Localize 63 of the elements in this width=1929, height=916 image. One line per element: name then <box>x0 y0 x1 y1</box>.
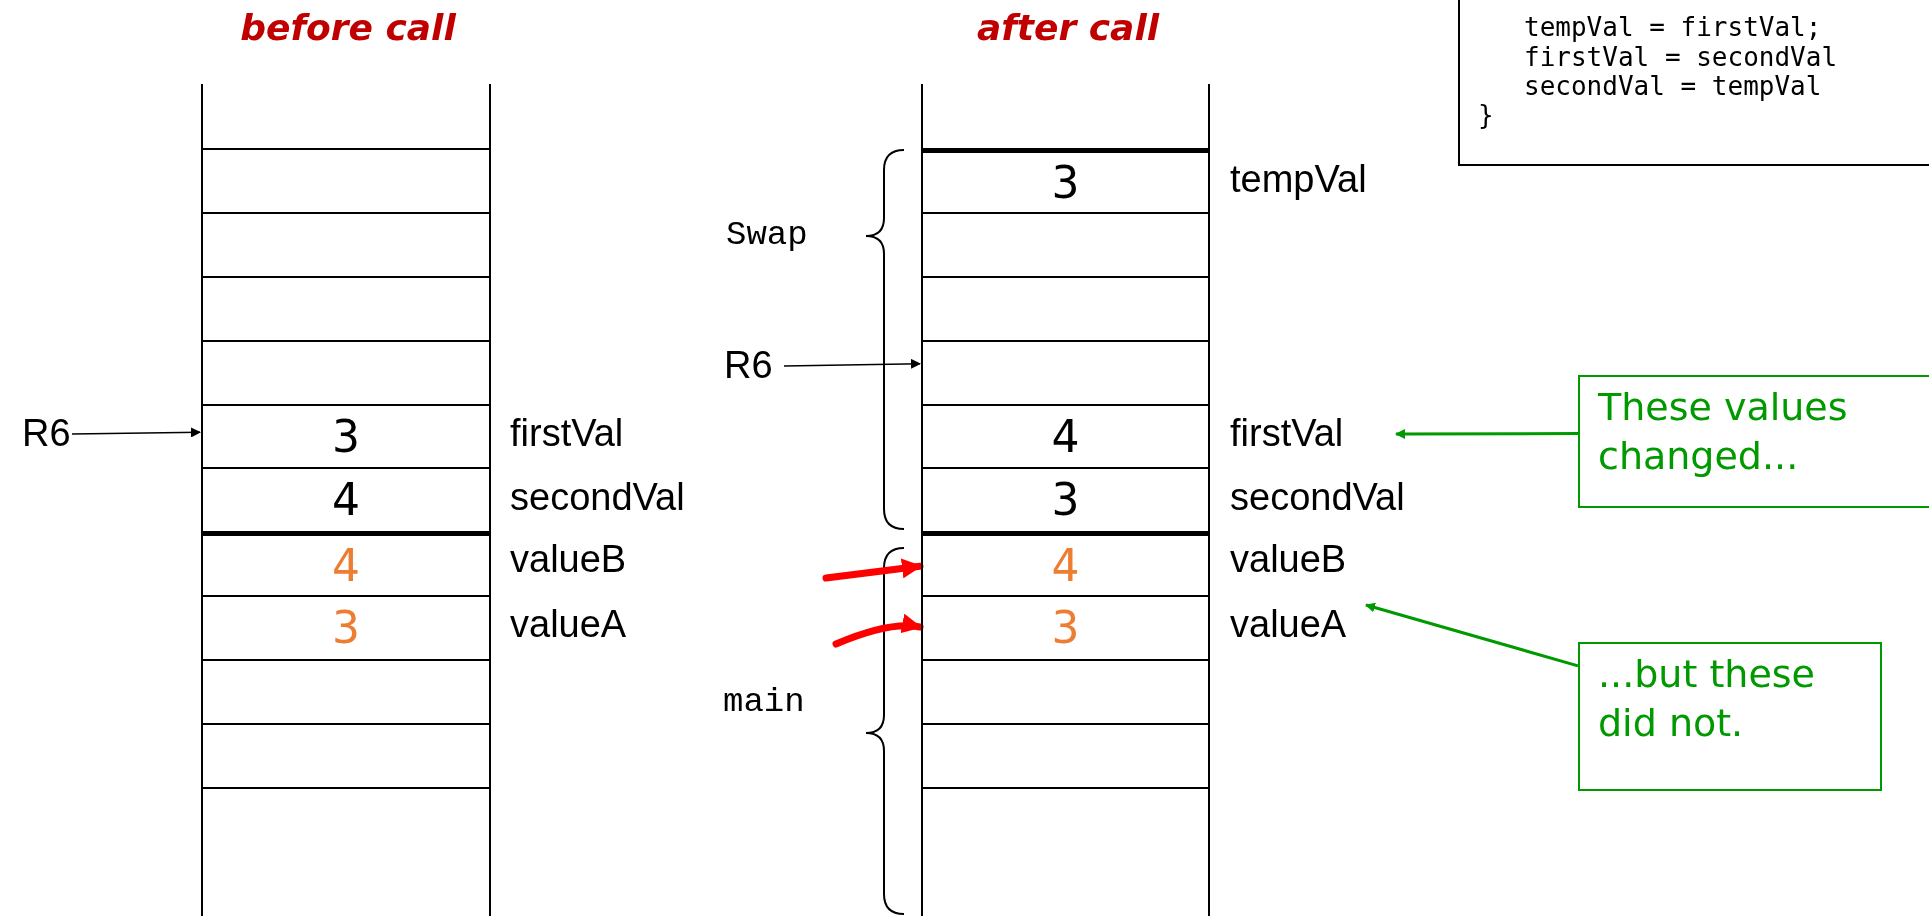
stack-cell <box>921 212 1210 276</box>
stack-value: 3 <box>332 606 360 650</box>
stack-cell <box>201 467 491 531</box>
stack-cell <box>201 212 491 276</box>
stack-cell <box>921 723 1210 787</box>
stack-value: 3 <box>332 414 360 459</box>
arrow <box>1365 602 1579 668</box>
variable-name: valueA <box>1230 605 1360 645</box>
arrow <box>822 558 924 582</box>
code-line: secondVal = tempVal <box>1524 73 1822 99</box>
register-label: R6 <box>724 346 784 386</box>
arrow <box>71 427 201 438</box>
variable-name: valueB <box>510 540 640 580</box>
variable-name: firstVal <box>510 414 670 454</box>
stack-value: 4 <box>332 543 360 588</box>
stack-value: 4 <box>1051 543 1080 588</box>
stack-cell <box>201 84 491 148</box>
frame-label: Swap <box>726 218 808 252</box>
stack-value: 3 <box>1051 160 1080 205</box>
stack-value: 4 <box>332 478 360 522</box>
variable-name: secondVal <box>510 478 710 518</box>
arrow <box>783 358 921 369</box>
arrow <box>832 614 924 648</box>
code-box <box>1458 0 1929 166</box>
column-heading: before call <box>240 10 456 46</box>
stack-cell <box>201 276 491 340</box>
stack-cell <box>201 595 491 659</box>
variable-name: valueB <box>1230 540 1360 580</box>
variable-name: firstVal <box>1230 414 1390 454</box>
stack-cell <box>201 787 491 916</box>
stack-value: 4 <box>1051 414 1080 459</box>
stack-value: 3 <box>1051 606 1080 650</box>
stack-cell <box>201 659 491 723</box>
stack-cell <box>201 340 491 404</box>
variable-name: tempVal <box>1230 160 1380 200</box>
column-heading: after call <box>976 10 1160 46</box>
stack-cell <box>921 787 1210 916</box>
register-label: R6 <box>22 414 72 454</box>
frame-label: main <box>723 685 805 719</box>
stack-value: 3 <box>1051 478 1080 522</box>
code-line: } <box>1478 102 1494 128</box>
stack-cell <box>201 148 491 212</box>
stack-cell <box>921 404 1210 467</box>
stack-cell <box>921 595 1210 659</box>
stack-cell <box>921 276 1210 340</box>
stack-cell <box>921 148 1210 212</box>
code-line: firstVal = secondVal <box>1524 44 1838 70</box>
variable-name: secondVal <box>1230 478 1430 518</box>
variable-name: valueA <box>510 605 640 645</box>
stack-cell <box>921 659 1210 723</box>
callout-box <box>1578 375 1929 508</box>
stack-cell <box>201 723 491 787</box>
stack-cell <box>201 531 491 595</box>
arrow <box>1395 429 1578 439</box>
stack-cell <box>921 84 1210 148</box>
callout-box <box>1578 642 1882 791</box>
stack-cell <box>201 404 491 467</box>
stack-cell <box>921 531 1210 595</box>
stack-cell <box>921 340 1210 404</box>
callout-text: ...but these did not. <box>1598 652 1815 746</box>
callout-text: These values changed... <box>1598 385 1848 479</box>
code-line: tempVal = firstVal; <box>1524 14 1822 40</box>
stack-cell <box>921 467 1210 531</box>
